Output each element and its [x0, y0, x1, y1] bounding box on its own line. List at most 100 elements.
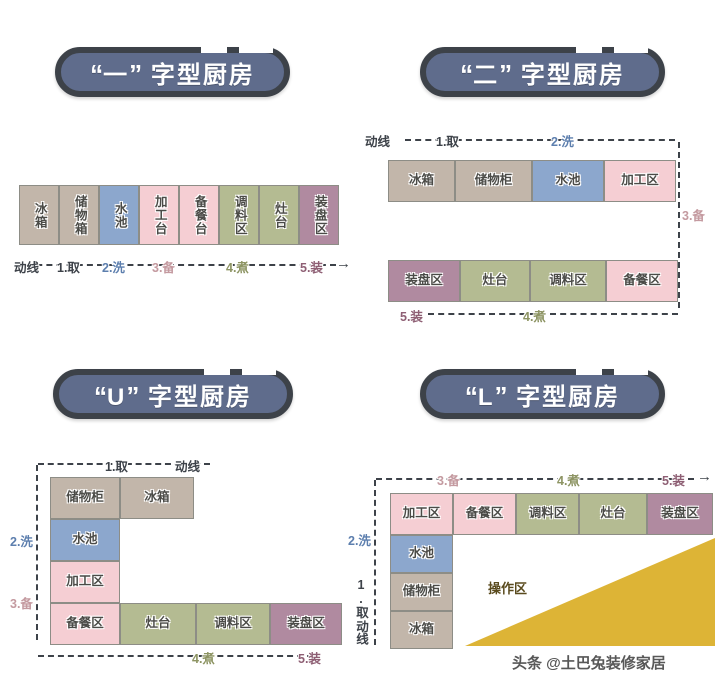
- flow-label-step2: 2.洗: [102, 261, 125, 275]
- block-module: 装盘区: [270, 603, 342, 645]
- block-module: 备餐区: [606, 260, 678, 302]
- title-shape: 二: [473, 61, 500, 89]
- panel-galley-title-pill: “二” 字型厨房: [420, 46, 665, 97]
- block-label: 备餐台: [192, 194, 207, 236]
- pill-notch-icon: [242, 368, 276, 375]
- panel-title: “U” 字型厨房: [94, 377, 252, 412]
- block-module: 备餐区: [50, 603, 120, 645]
- block-label: 水池: [72, 532, 98, 547]
- block-label: 调料区: [549, 273, 587, 288]
- title-shape: U: [106, 383, 127, 411]
- block-module: 储物柜: [390, 573, 453, 611]
- flow-label-movement: 动线: [14, 261, 40, 275]
- block-label: 灶台: [482, 273, 508, 288]
- block-label: 装盘区: [661, 506, 699, 521]
- flow-label-step1: 1.取: [354, 578, 368, 619]
- title-rest: 字型厨房: [148, 383, 252, 411]
- block-module: 装盘区: [388, 260, 460, 302]
- flow-label-step2: 2.洗: [348, 534, 371, 548]
- block-label: 储物箱: [72, 194, 87, 236]
- flow-label-step4: 4.煮: [226, 261, 249, 275]
- block-label: 加工区: [402, 506, 441, 521]
- flow-dashed-line: [36, 465, 38, 640]
- pill-notch-icon: [204, 368, 230, 375]
- block-module: 调料区: [530, 260, 606, 302]
- block-label: 调料区: [214, 616, 252, 631]
- block-module: 水池: [532, 160, 604, 202]
- block-label: 装盘区: [312, 194, 327, 236]
- flow-label-step4: 4.煮: [192, 652, 215, 666]
- block-label: 冰箱: [408, 622, 434, 637]
- title-rest: 字型厨房: [520, 61, 625, 89]
- flow-label-step3: 3.备: [152, 261, 175, 275]
- block-module: 灶台: [120, 603, 196, 645]
- block-label: 冰箱: [144, 490, 170, 505]
- watermark-text: 头条 @土巴兔装修家居: [512, 655, 666, 672]
- flow-label-movement: 动线: [175, 460, 201, 474]
- block-label: 储物柜: [402, 584, 441, 599]
- block-label: 储物柜: [66, 490, 104, 505]
- flow-label-step1: 1.取: [57, 261, 80, 275]
- title-shape: L: [477, 383, 495, 411]
- block-module: 加工区: [390, 493, 453, 535]
- block-label: 加工台: [152, 194, 167, 236]
- title-rest: 字型厨房: [150, 61, 255, 89]
- title-quote-open: “: [93, 380, 107, 411]
- flow-label-step4: 4.煮: [523, 310, 546, 324]
- pill-body: “L” 字型厨房: [420, 368, 665, 419]
- block-module: 储物柜: [50, 477, 120, 519]
- title-quote-close: ”: [126, 380, 140, 411]
- block-module: 灶台: [579, 493, 647, 535]
- pill-notch-icon: [239, 46, 273, 53]
- flow-dashed-line: [16, 264, 336, 266]
- block-module: 灶台: [259, 185, 299, 245]
- block-label: 备餐区: [465, 506, 504, 521]
- panel-l-title-pill: “L” 字型厨房: [420, 368, 665, 419]
- flow-label-step2: 2.洗: [551, 135, 574, 149]
- block-label: 灶台: [272, 201, 287, 229]
- block-label: 水池: [555, 173, 581, 188]
- title-rest: 字型厨房: [516, 383, 621, 411]
- block-module: 冰箱: [388, 160, 455, 202]
- block-module: 储物箱: [59, 185, 99, 245]
- block-module: 装盘区: [647, 493, 713, 535]
- block-label: 储物柜: [474, 173, 513, 188]
- block-label: 装盘区: [287, 616, 325, 631]
- block-module: 备餐台: [179, 185, 219, 245]
- block-module: 冰箱: [390, 611, 453, 649]
- pill-notch-icon: [614, 46, 648, 53]
- block-module: 调料区: [516, 493, 579, 535]
- flow-dashed-line: [38, 655, 313, 657]
- block-label: 灶台: [600, 506, 626, 521]
- block-module: 加工台: [139, 185, 179, 245]
- flow-dashed-line: [376, 478, 694, 480]
- block-label: 冰箱: [32, 201, 47, 229]
- flow-label-step1: 1.取: [436, 135, 459, 149]
- pill-notch-icon: [576, 46, 602, 53]
- pill-body: “U” 字型厨房: [53, 368, 293, 419]
- title-quote-open: “: [464, 380, 478, 411]
- block-label: 备餐区: [66, 616, 104, 631]
- block-module: 装盘区: [299, 185, 339, 245]
- panel-title: “一” 字型厨房: [90, 55, 255, 90]
- pill-notch-icon: [201, 46, 227, 53]
- flow-label-step5: 5.装: [298, 652, 321, 666]
- title-quote-close: ”: [494, 380, 508, 411]
- pill-body: “一” 字型厨房: [55, 46, 290, 97]
- block-label: 水池: [112, 201, 127, 229]
- block-module: 调料区: [219, 185, 259, 245]
- block-label: 水池: [408, 546, 434, 561]
- block-label: 灶台: [145, 616, 171, 631]
- flow-dashed-line: [678, 142, 680, 308]
- block-module: 冰箱: [19, 185, 59, 245]
- pill-notch-icon: [576, 368, 602, 375]
- block-label: 冰箱: [408, 173, 434, 188]
- panel-straight-title-pill: “一” 字型厨房: [55, 46, 290, 97]
- pill-notch-icon: [614, 368, 648, 375]
- flow-label-step2: 2.洗: [10, 535, 33, 549]
- work-zone-label: 操作区: [488, 581, 528, 596]
- block-label: 备餐区: [623, 273, 661, 288]
- panel-title: “L” 字型厨房: [465, 377, 620, 412]
- block-module: 调料区: [196, 603, 270, 645]
